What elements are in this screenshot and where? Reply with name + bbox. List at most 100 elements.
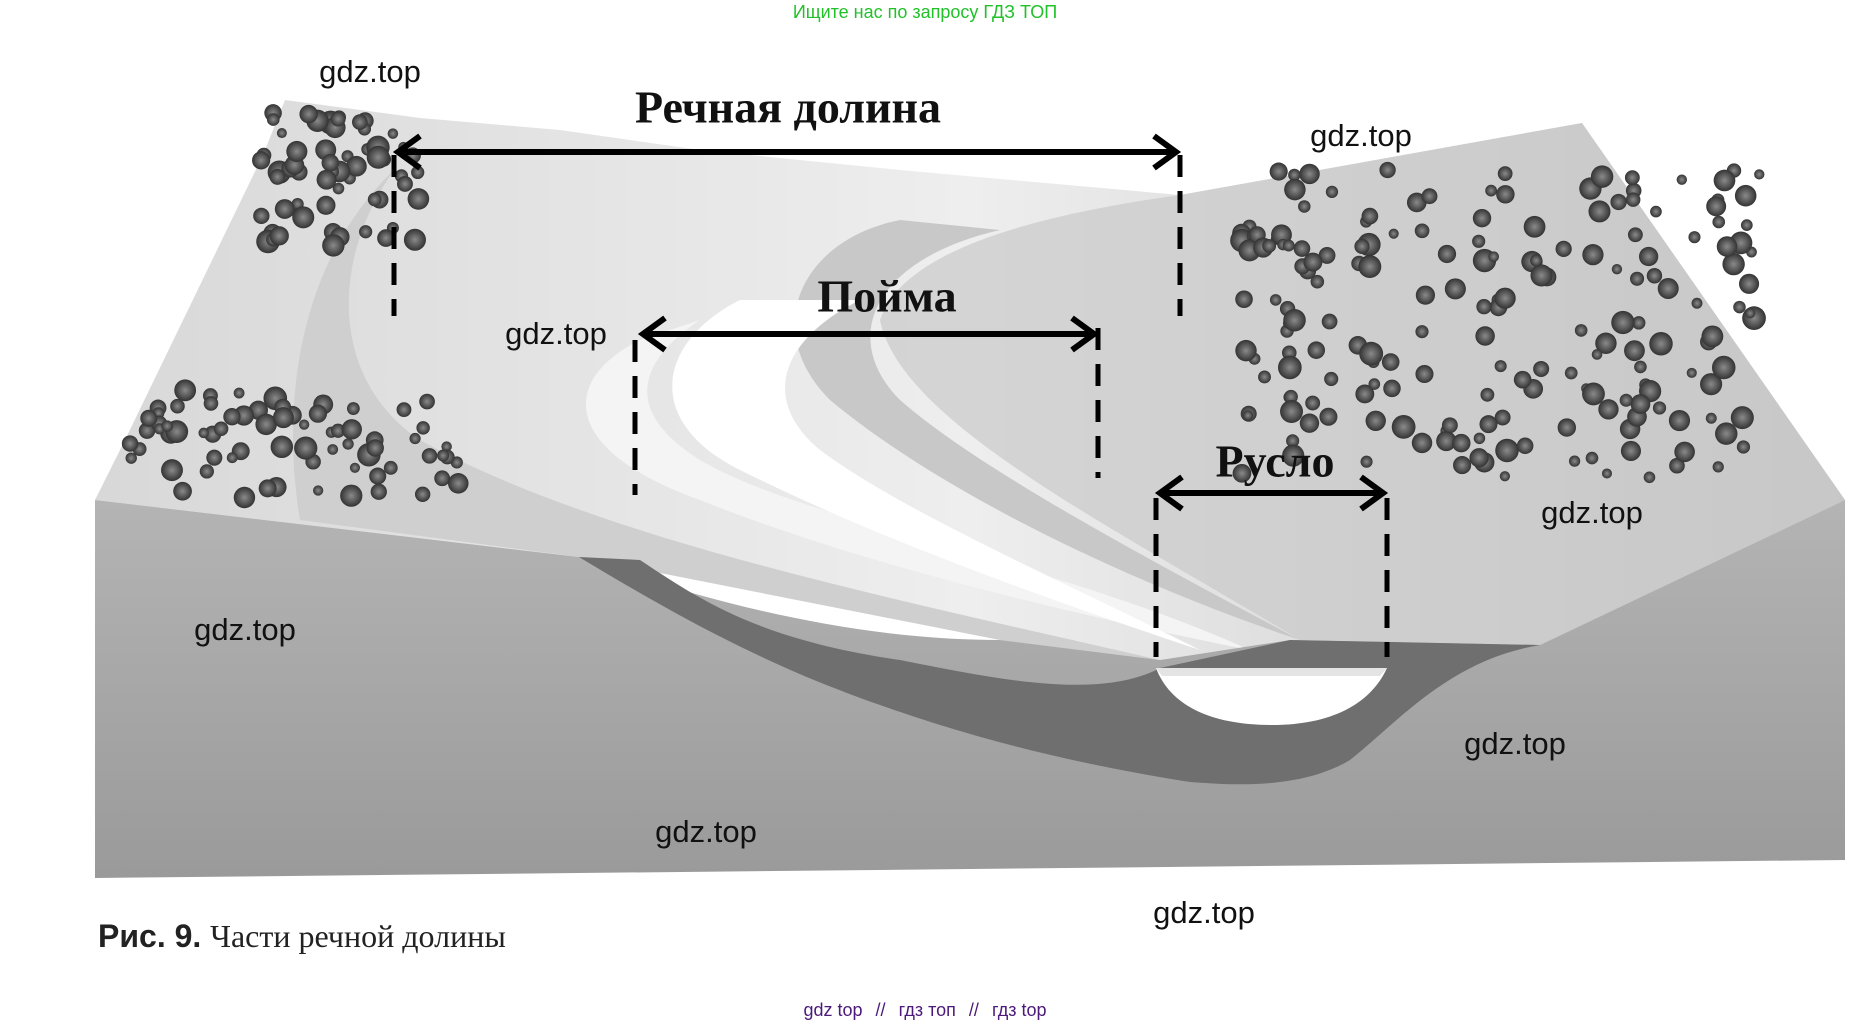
tree-icon — [1730, 406, 1754, 430]
tree-icon — [1232, 463, 1252, 483]
label-river-valley: Речная долина — [634, 81, 942, 133]
label-channel: Русло — [1215, 435, 1335, 487]
tree-icon — [1299, 163, 1320, 185]
tree-icon — [1480, 387, 1495, 402]
tree-icon — [174, 379, 197, 402]
tree-icon — [1668, 409, 1691, 432]
tree-icon — [342, 438, 354, 450]
tree-icon — [1388, 228, 1399, 239]
tree-icon — [1496, 185, 1515, 204]
river-bend-inner — [794, 220, 1300, 640]
tree-icon — [199, 464, 214, 479]
tree-icon — [1688, 231, 1701, 244]
tree-icon — [1530, 254, 1543, 267]
tree-icon — [1421, 188, 1438, 205]
tree-icon — [441, 441, 452, 452]
tree-icon — [1475, 326, 1495, 346]
tree-icon — [1235, 339, 1257, 362]
tree-icon — [346, 402, 360, 415]
tree-icon — [253, 207, 270, 225]
tree-icon — [298, 419, 310, 430]
tree-icon — [416, 421, 430, 435]
tree-icon — [346, 155, 367, 177]
tree-icon — [1485, 184, 1498, 197]
tree-icon — [1383, 379, 1401, 398]
tree-icon — [1713, 169, 1736, 192]
tree-icon — [198, 427, 209, 439]
tree-icon — [1686, 367, 1697, 378]
tree-icon — [233, 387, 245, 399]
tree-icon — [1379, 161, 1396, 179]
tree-icon — [1619, 393, 1633, 407]
tree-icon — [330, 423, 346, 438]
tree-icon — [1479, 415, 1498, 434]
tree-icon — [1705, 412, 1717, 424]
tree-icon — [1303, 252, 1323, 272]
tree-icon — [387, 128, 399, 139]
tree-icon — [352, 114, 368, 130]
tree-icon — [1611, 263, 1623, 275]
right-terrace — [880, 123, 1845, 645]
tree-icon — [411, 165, 425, 180]
tree-icon — [1310, 274, 1325, 289]
tree-icon — [223, 408, 241, 426]
tree-icon — [161, 420, 173, 432]
tree-icon — [140, 409, 158, 427]
tree-icon — [1469, 448, 1489, 468]
tree-icon — [1513, 370, 1532, 389]
tree-icon — [316, 169, 337, 190]
tree-icon — [1649, 332, 1673, 356]
tree-icon — [1630, 394, 1651, 414]
tree-icon — [1476, 299, 1492, 315]
watermark: gdz.top — [1464, 726, 1566, 761]
tree-icon — [1284, 178, 1306, 201]
figure-title: Части речной долины — [210, 918, 506, 954]
tree-icon — [366, 145, 390, 169]
tree-icon — [1414, 223, 1430, 239]
tree-icon — [1711, 355, 1736, 380]
tree-icon — [359, 225, 373, 239]
tree-icon — [1437, 244, 1457, 264]
tree-icon — [1643, 471, 1656, 484]
tree-icon — [1754, 169, 1765, 180]
tree-icon — [1630, 271, 1645, 286]
tree-icon — [1627, 227, 1643, 243]
tree-icon — [1391, 415, 1416, 439]
tree-icon — [1557, 418, 1577, 437]
tree-icon — [1488, 251, 1499, 263]
tree-icon — [1283, 308, 1306, 332]
tree-icon — [1325, 185, 1339, 198]
tree-icon — [308, 404, 328, 423]
tree-icon — [1646, 268, 1663, 284]
tree-icon — [1591, 349, 1603, 360]
link-gdz-top[interactable]: gdz top — [803, 1000, 863, 1020]
tree-icon — [1494, 360, 1507, 373]
tree-icon — [316, 195, 336, 215]
tree-icon — [370, 483, 387, 500]
tree-icon — [1564, 366, 1578, 380]
tree-icon — [349, 462, 361, 473]
tree-icon — [1499, 471, 1510, 482]
tree-icon — [409, 432, 421, 445]
watermark: gdz.top — [319, 54, 421, 89]
tree-icon — [1453, 456, 1472, 475]
tree-icon — [1712, 461, 1724, 473]
tree-icon — [1624, 170, 1640, 186]
link-gdz-top-mixed[interactable]: гдз top — [991, 1000, 1047, 1020]
tree-icon — [330, 111, 346, 127]
dashed-guides — [391, 155, 1390, 657]
tree-icon — [1634, 360, 1647, 374]
tree-icon — [1497, 166, 1513, 181]
tree-icon — [369, 467, 387, 485]
tree-icon — [1494, 287, 1516, 309]
tree-icon — [396, 402, 412, 418]
tree-icon — [1610, 193, 1627, 211]
tree-icon — [1691, 297, 1703, 309]
tree-icon — [1444, 278, 1466, 300]
tree-icon — [1620, 440, 1641, 462]
link-gdz-top-ru[interactable]: гдз топ — [898, 1000, 956, 1020]
tree-icon — [292, 206, 315, 229]
tree-icon — [1555, 240, 1572, 258]
tree-icon — [340, 484, 363, 507]
